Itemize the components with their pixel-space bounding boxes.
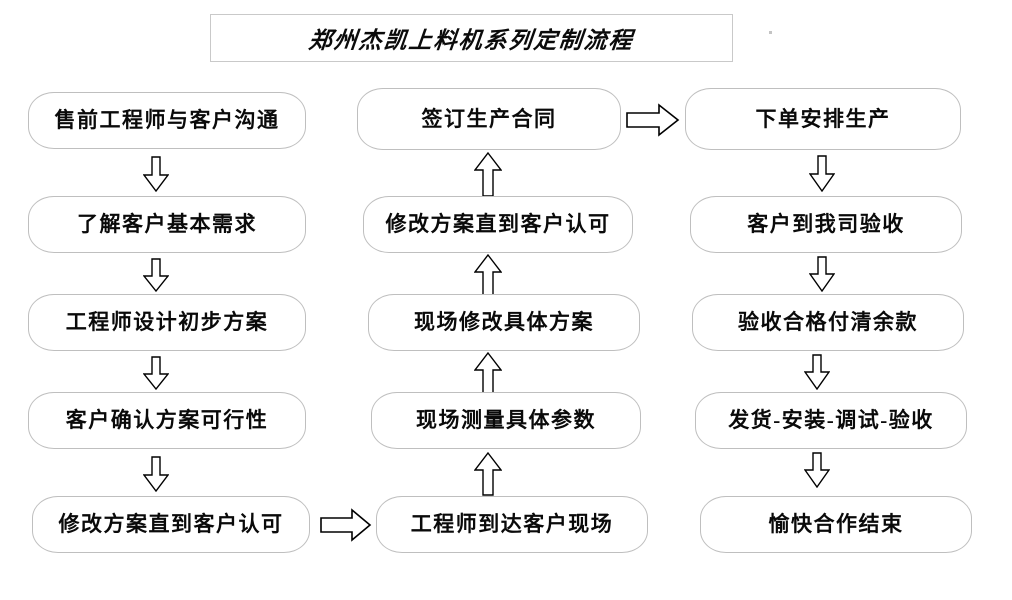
arrow-up-col2-3 xyxy=(474,352,502,396)
chart-title-box: 郑州杰凯上料机系列定制流程 xyxy=(210,14,733,62)
arrow-up-col2-2 xyxy=(474,254,502,298)
node-col3-5[interactable]: 愉快合作结束 xyxy=(700,496,972,553)
arrow-down-col3-4 xyxy=(804,452,830,488)
node-col2-2[interactable]: 修改方案直到客户认可 xyxy=(363,196,633,253)
node-label: 验收合格付清余款 xyxy=(738,310,918,334)
arrow-down-col3-2 xyxy=(809,256,835,292)
arrow-up-col2-4 xyxy=(474,452,502,496)
node-col2-4[interactable]: 现场测量具体参数 xyxy=(371,392,641,449)
arrow-right-col1-to-col2 xyxy=(320,508,372,542)
arrow-down-col3-1 xyxy=(809,155,835,192)
node-col2-3[interactable]: 现场修改具体方案 xyxy=(368,294,640,351)
node-col1-5[interactable]: 修改方案直到客户认可 xyxy=(32,496,310,553)
arrow-right-col2-to-col3 xyxy=(626,103,680,137)
node-label: 工程师到达客户现场 xyxy=(410,512,614,536)
title-artifact-dot xyxy=(769,31,772,34)
node-label: 修改方案直到客户认可 xyxy=(58,512,284,536)
node-label: 修改方案直到客户认可 xyxy=(385,212,611,236)
node-col2-1[interactable]: 签订生产合同 xyxy=(357,88,621,150)
node-col3-1[interactable]: 下单安排生产 xyxy=(685,88,961,150)
node-label: 客户到我司验收 xyxy=(747,212,905,236)
node-label: 下单安排生产 xyxy=(755,106,891,131)
arrow-down-col3-3 xyxy=(804,354,830,390)
node-label: 愉快合作结束 xyxy=(768,512,904,536)
arrow-down-col1-4 xyxy=(143,456,169,492)
node-label: 售前工程师与客户沟通 xyxy=(54,108,280,132)
node-col3-4[interactable]: 发货-安装-调试-验收 xyxy=(695,392,967,449)
node-label: 签订生产合同 xyxy=(421,106,557,131)
node-col1-2[interactable]: 了解客户基本需求 xyxy=(28,196,306,253)
chart-title: 郑州杰凯上料机系列定制流程 xyxy=(307,28,636,53)
node-col1-1[interactable]: 售前工程师与客户沟通 xyxy=(28,92,306,149)
node-col1-4[interactable]: 客户确认方案可行性 xyxy=(28,392,306,449)
node-label: 发货-安装-调试-验收 xyxy=(728,408,934,432)
node-label: 工程师设计初步方案 xyxy=(65,310,269,334)
node-label: 现场测量具体参数 xyxy=(416,408,596,432)
arrow-down-col1-3 xyxy=(143,356,169,390)
node-label: 了解客户基本需求 xyxy=(77,212,257,236)
arrow-down-col1-1 xyxy=(143,156,169,192)
arrow-up-col2-1 xyxy=(474,152,502,197)
node-col3-2[interactable]: 客户到我司验收 xyxy=(690,196,962,253)
node-label: 客户确认方案可行性 xyxy=(65,408,269,432)
node-col2-5[interactable]: 工程师到达客户现场 xyxy=(376,496,648,553)
arrow-down-col1-2 xyxy=(143,258,169,292)
node-col3-3[interactable]: 验收合格付清余款 xyxy=(692,294,964,351)
node-label: 现场修改具体方案 xyxy=(414,310,594,334)
node-col1-3[interactable]: 工程师设计初步方案 xyxy=(28,294,306,351)
